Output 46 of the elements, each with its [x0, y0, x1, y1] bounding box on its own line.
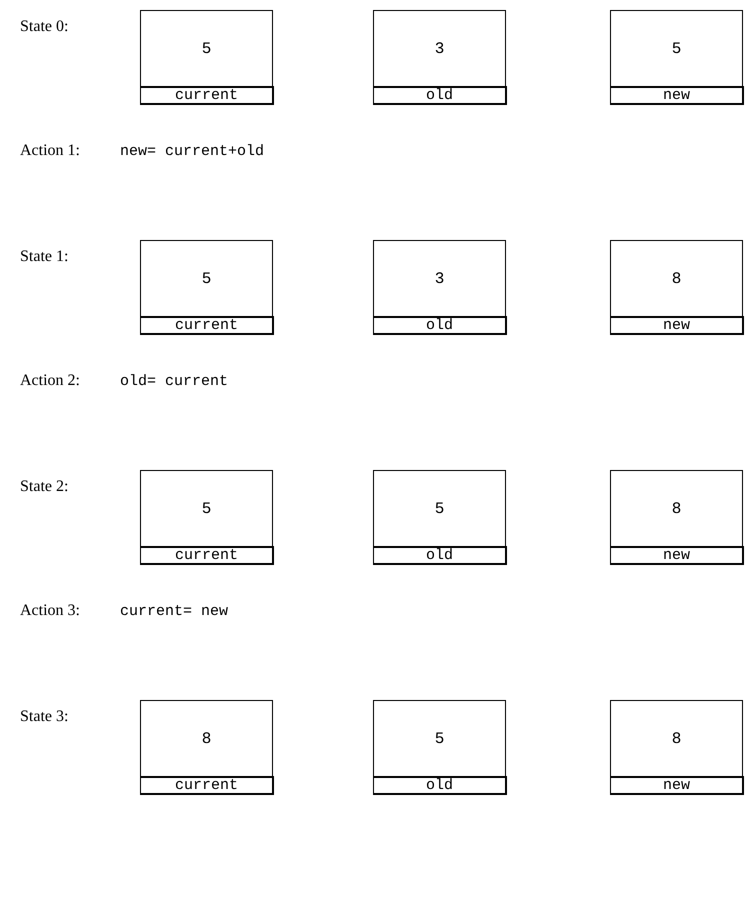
variable-box [140, 700, 273, 794]
variable-box [610, 10, 743, 104]
action-label: Action 3: [20, 602, 80, 620]
variable-name: current [140, 546, 274, 564]
variable-box [140, 470, 273, 564]
variable-box [140, 240, 273, 334]
state-label: State 3: [20, 708, 68, 726]
variable-name: old [372, 546, 506, 564]
code-statement: new= current+old [120, 143, 264, 160]
value-text: 5 [200, 38, 212, 60]
variable-name: new [610, 86, 744, 104]
value-text: 3 [434, 268, 446, 290]
state-label: State 2: [20, 478, 68, 496]
variable-name: current [140, 776, 274, 794]
variable-name: current [140, 86, 274, 104]
code-statement: old= current [120, 373, 228, 390]
value-text: 8 [670, 268, 682, 290]
value-text: 5 [434, 728, 446, 750]
variable-name: new [610, 776, 744, 794]
value-text: 5 [200, 498, 212, 520]
state-label: State 1: [20, 248, 68, 266]
variable-box [610, 470, 743, 564]
variable-box [373, 700, 506, 794]
variable-name: old [372, 86, 506, 104]
variable-box [373, 240, 506, 334]
variable-name: new [610, 316, 744, 334]
action-label: Action 1: [20, 142, 80, 160]
variable-name: old [372, 776, 506, 794]
value-text: 5 [200, 268, 212, 290]
value-text: 8 [200, 728, 212, 750]
value-text: 5 [670, 38, 682, 60]
value-text: 8 [670, 498, 682, 520]
value-text: 8 [670, 728, 682, 750]
action-label: Action 2: [20, 372, 80, 390]
variable-name: current [140, 316, 274, 334]
variable-name: old [372, 316, 506, 334]
value-text: 3 [434, 38, 446, 60]
state-label: State 0: [20, 18, 68, 36]
variable-name: new [610, 546, 744, 564]
value-text: 5 [434, 498, 446, 520]
variable-box [140, 10, 273, 104]
variable-box [373, 10, 506, 104]
variable-box [610, 240, 743, 334]
code-statement: current= new [120, 603, 228, 620]
variable-box [373, 470, 506, 564]
variable-box [610, 700, 743, 794]
